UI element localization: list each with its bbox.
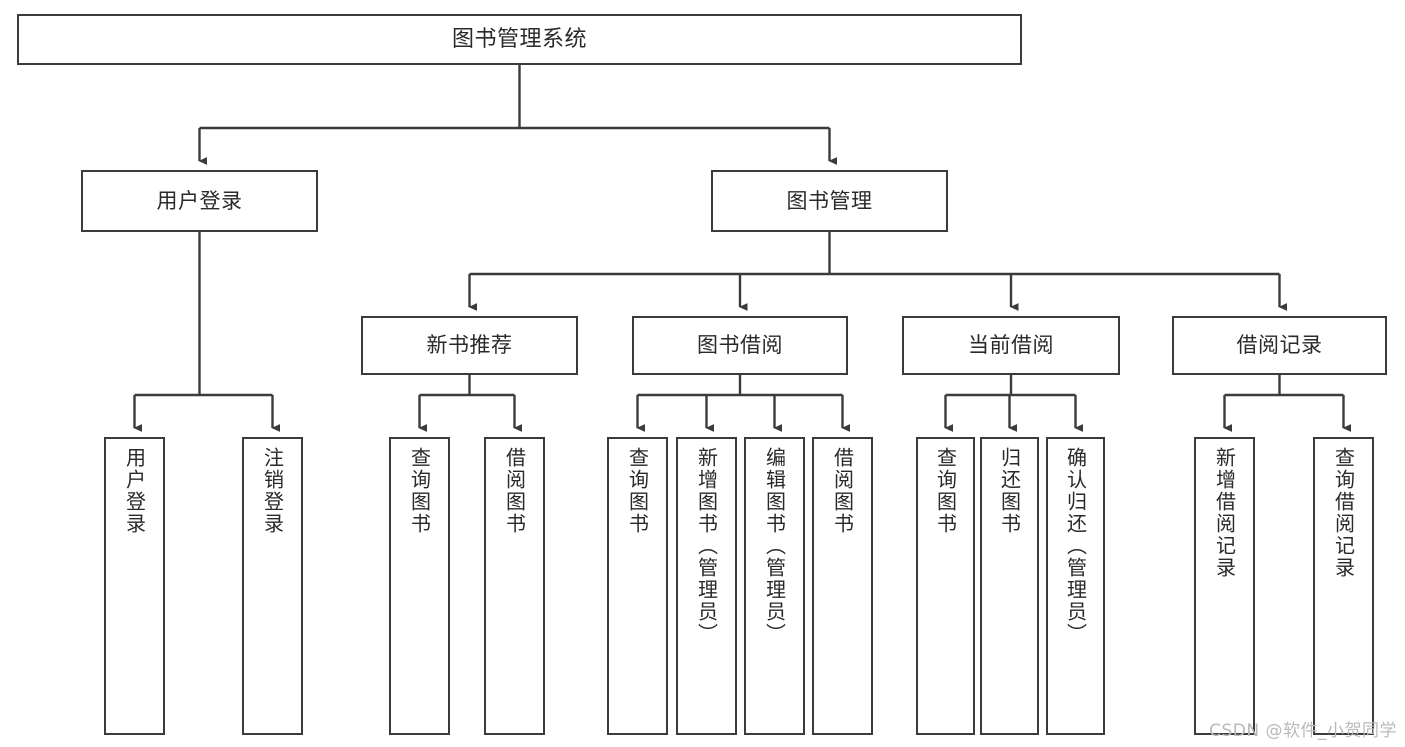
node-l-return[interactable]: 归还图书 <box>980 437 1039 735</box>
edge-bus-bookmgmt <box>469 232 1280 276</box>
edge-bus-borrow <box>637 375 843 397</box>
node-label-l-qrec: 查询借阅记录 <box>1331 447 1356 579</box>
edge-bus-records <box>1224 375 1344 397</box>
node-label-borrow: 图书借阅 <box>697 333 783 358</box>
node-label-l-add: 新增图书（管理员） <box>694 447 719 645</box>
node-l-confirm[interactable]: 确认归还（管理员） <box>1046 437 1105 735</box>
node-label-newbooks: 新书推荐 <box>426 333 513 358</box>
node-newbooks[interactable]: 新书推荐 <box>361 316 578 375</box>
node-l-b2[interactable]: 借阅图书 <box>812 437 873 735</box>
node-label-root: 图书管理系统 <box>451 26 587 52</box>
node-label-l-q3: 查询图书 <box>933 447 958 535</box>
edge-bus-root <box>199 65 830 130</box>
node-root[interactable]: 图书管理系统 <box>17 14 1022 65</box>
node-l-q2[interactable]: 查询图书 <box>607 437 668 735</box>
node-label-l-b1: 借阅图书 <box>502 447 527 535</box>
watermark-text: CSDN @软件_小贺同学 <box>1209 721 1397 741</box>
node-label-l-q1: 查询图书 <box>407 447 432 535</box>
node-login[interactable]: 用户登录 <box>81 170 318 232</box>
node-l-edit[interactable]: 编辑图书（管理员） <box>744 437 805 735</box>
node-label-l-confirm: 确认归还（管理员） <box>1063 447 1088 645</box>
node-l-add[interactable]: 新增图书（管理员） <box>676 437 737 735</box>
edge-group <box>133 65 1352 432</box>
node-bookmgmt[interactable]: 图书管理 <box>711 170 948 232</box>
node-label-l-addrec: 新增借阅记录 <box>1212 447 1237 579</box>
node-borrow[interactable]: 图书借阅 <box>632 316 848 375</box>
edge-bus-newbooks <box>419 375 515 397</box>
edge-bus-current <box>945 375 1076 397</box>
node-l-login[interactable]: 用户登录 <box>104 437 165 735</box>
node-l-b1[interactable]: 借阅图书 <box>484 437 545 735</box>
node-label-l-edit: 编辑图书（管理员） <box>762 447 787 645</box>
node-records[interactable]: 借阅记录 <box>1172 316 1387 375</box>
node-l-addrec[interactable]: 新增借阅记录 <box>1194 437 1255 735</box>
node-label-l-b2: 借阅图书 <box>830 447 855 535</box>
node-label-records: 借阅记录 <box>1236 333 1323 358</box>
node-label-bookmgmt: 图书管理 <box>786 188 873 213</box>
edge-bus-login <box>134 232 273 397</box>
node-current[interactable]: 当前借阅 <box>902 316 1120 375</box>
node-label-login: 用户登录 <box>156 188 243 213</box>
node-l-q3[interactable]: 查询图书 <box>916 437 975 735</box>
node-label-current: 当前借阅 <box>968 333 1054 358</box>
node-label-l-logout: 注销登录 <box>260 447 285 535</box>
node-l-logout[interactable]: 注销登录 <box>242 437 303 735</box>
node-label-l-return: 归还图书 <box>997 447 1022 535</box>
node-l-qrec[interactable]: 查询借阅记录 <box>1313 437 1374 735</box>
node-l-q1[interactable]: 查询图书 <box>389 437 450 735</box>
node-label-l-q2: 查询图书 <box>625 447 650 535</box>
node-label-l-login: 用户登录 <box>122 447 147 535</box>
